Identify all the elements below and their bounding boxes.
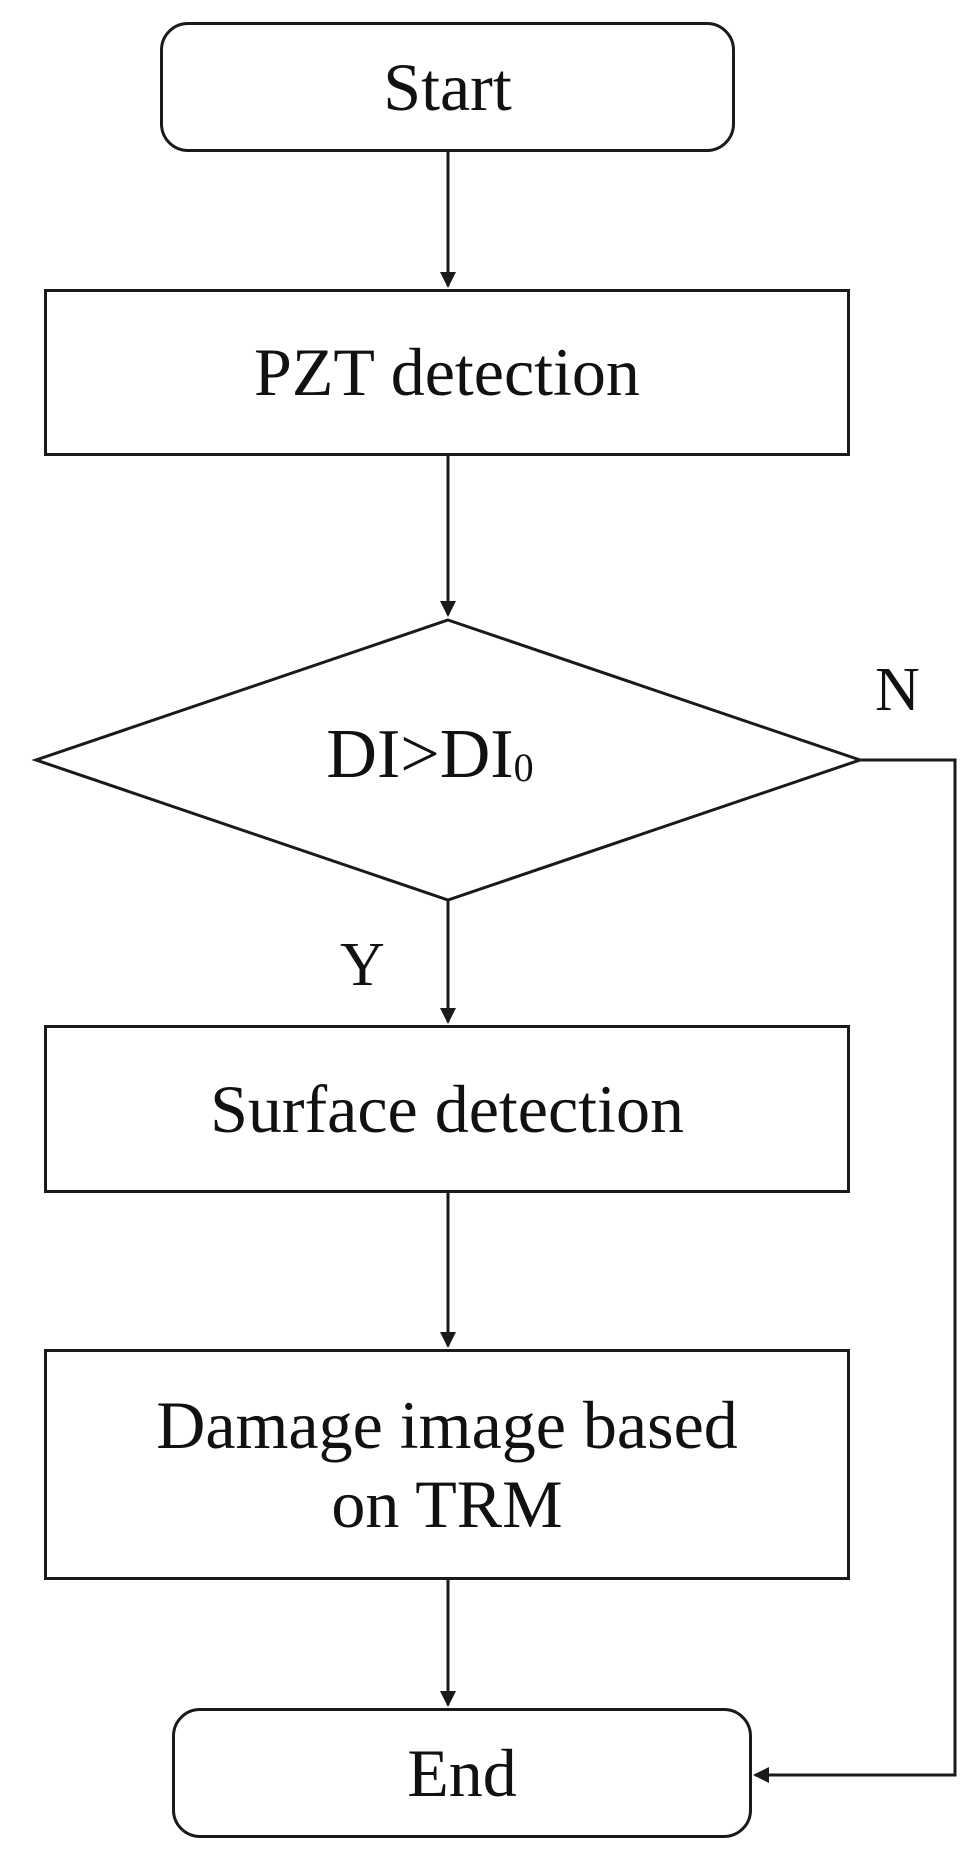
node-decision-label: DI>DI0 xyxy=(0,715,860,795)
edge-label-no: N xyxy=(875,656,920,724)
node-damage-image-line1: Damage image based xyxy=(156,1387,738,1464)
node-pzt-detection-label: PZT detection xyxy=(254,334,640,411)
edge-label-yes: Y xyxy=(340,931,385,999)
node-damage-image-line2: on TRM xyxy=(331,1465,563,1542)
edge-decision-to-end xyxy=(753,758,957,1783)
node-surface-detection-label: Surface detection xyxy=(210,1070,684,1147)
node-end: End xyxy=(172,1708,752,1838)
node-start-label: Start xyxy=(383,48,512,125)
decision-label-subscript: 0 xyxy=(513,745,534,790)
node-damage-image: Damage image based on TRM xyxy=(44,1349,850,1580)
node-pzt-detection: PZT detection xyxy=(44,289,850,456)
node-end-label: End xyxy=(407,1734,517,1811)
node-surface-detection: Surface detection xyxy=(44,1025,850,1193)
decision-label-main: DI>DI xyxy=(326,716,514,793)
node-start: Start xyxy=(160,22,735,152)
